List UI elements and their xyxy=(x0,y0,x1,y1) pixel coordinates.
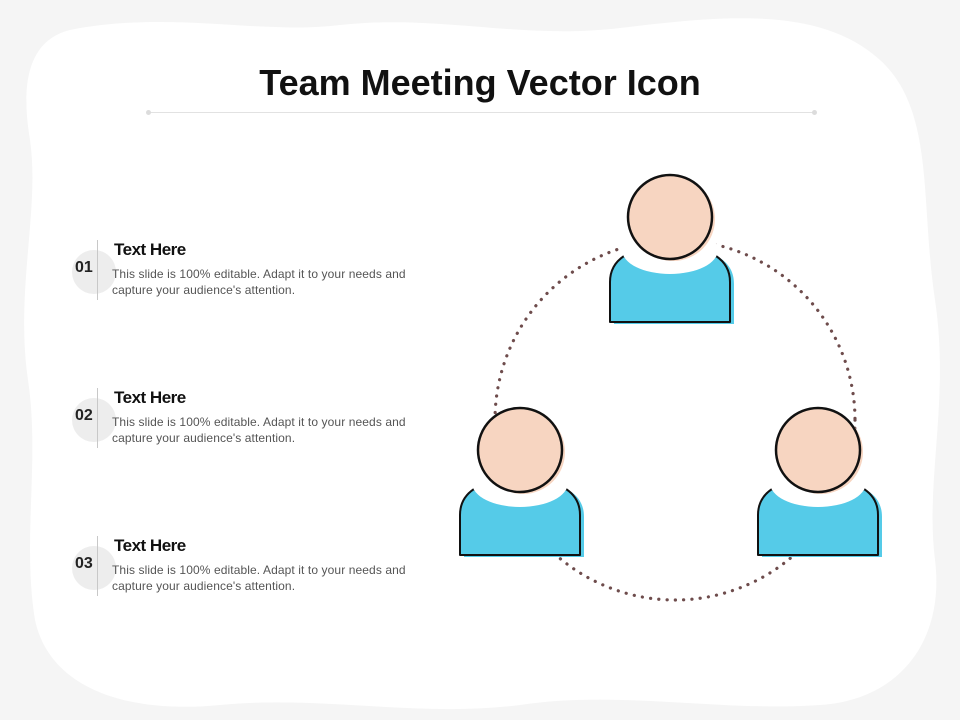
number-badge-bg xyxy=(72,546,116,590)
team-meeting-diagram xyxy=(459,173,882,602)
person-icon xyxy=(459,406,584,557)
slide-title: Team Meeting Vector Icon xyxy=(259,62,701,103)
item-description: This slide is 100% editable. Adapt it to… xyxy=(112,267,406,297)
item-title: Text Here xyxy=(114,240,186,259)
number-badge-bg xyxy=(72,250,116,294)
item-description: This slide is 100% editable. Adapt it to… xyxy=(112,563,406,593)
person-head xyxy=(626,173,714,261)
item-number: 01 xyxy=(75,259,93,276)
title-divider xyxy=(148,112,816,113)
person-head xyxy=(774,406,862,494)
item-divider-line xyxy=(97,536,98,596)
item-number: 03 xyxy=(75,555,93,572)
number-badge-bg xyxy=(72,398,116,442)
item-divider-line xyxy=(97,388,98,448)
list-item-1: 01 Text Here This slide is 100% editable… xyxy=(72,240,412,304)
divider-right-dot xyxy=(812,110,817,115)
item-title: Text Here xyxy=(114,536,186,555)
item-number: 02 xyxy=(75,407,93,424)
list-item-2: 02 Text Here This slide is 100% editable… xyxy=(72,388,412,452)
person-icon xyxy=(757,406,882,557)
item-description: This slide is 100% editable. Adapt it to… xyxy=(112,415,406,445)
item-divider-line xyxy=(97,240,98,300)
person-icon xyxy=(609,173,734,324)
list-item-3: 03 Text Here This slide is 100% editable… xyxy=(72,536,412,600)
divider-left-dot xyxy=(146,110,151,115)
person-head xyxy=(476,406,564,494)
item-title: Text Here xyxy=(114,388,186,407)
